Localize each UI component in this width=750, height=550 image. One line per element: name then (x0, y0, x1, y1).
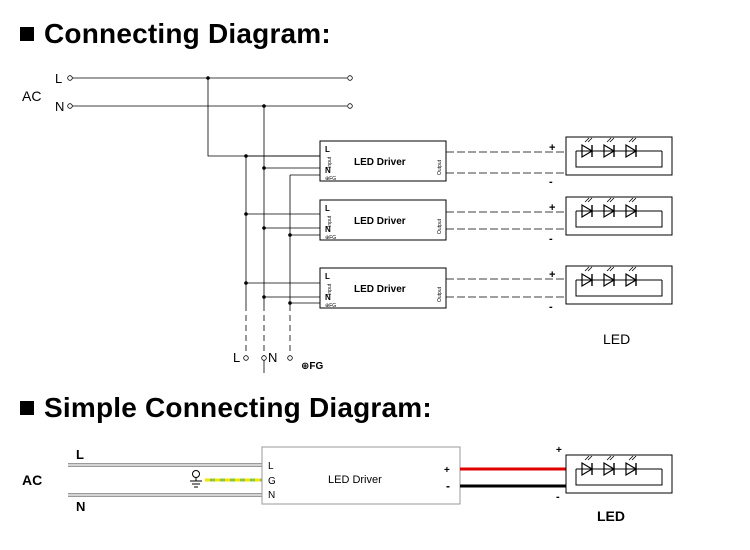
driver-input-n: N (325, 166, 331, 175)
input-neutral-label: N (76, 499, 85, 514)
minus-label: - (549, 301, 553, 313)
plus-label: + (549, 202, 555, 214)
simple-diagram-heading: Simple Connecting Diagram: (20, 392, 432, 424)
connecting-diagram-heading: Connecting Diagram: (20, 18, 331, 50)
driver-name: LED Driver (328, 474, 382, 486)
driver-output-tag: Output (437, 286, 443, 302)
minus-label: - (549, 176, 553, 188)
line-terminal (347, 75, 353, 81)
minus-label: - (549, 233, 553, 245)
led-label: LED (603, 331, 630, 347)
plus-label: + (549, 269, 555, 281)
led-strip (566, 197, 672, 235)
driver-input-tag: Input (327, 215, 333, 227)
led-strip (566, 455, 672, 493)
led-driver-box (319, 199, 447, 241)
led-driver-box (319, 140, 447, 182)
driver-fg: ⊕FG (325, 176, 336, 182)
bus-neutral-label: N (268, 350, 277, 365)
bus-line-terminal (243, 355, 249, 361)
line-terminal (67, 75, 73, 81)
input-neutral-label: N (55, 99, 64, 114)
driver-3: L N ⊕FG Input LED Driver Output + - (244, 266, 672, 313)
driver-input-n: N (325, 293, 331, 302)
simple-diagram-title: Simple Connecting Diagram: (44, 392, 432, 423)
driver-name: LED Driver (354, 157, 406, 168)
driver-fg: ⊕FG (325, 303, 336, 309)
square-bullet-icon (20, 401, 34, 415)
ac-label: AC (22, 88, 41, 104)
bus-neutral-terminal (261, 355, 267, 361)
plus-label: + (549, 142, 555, 154)
driver-input-n: N (325, 225, 331, 234)
driver-plus: + (444, 465, 450, 476)
driver-1: L N ⊕FG Input LED Driver Output + - (244, 137, 672, 188)
driver-fg: ⊕FG (325, 235, 336, 241)
neutral-terminal (347, 103, 353, 109)
led-driver-box (319, 267, 447, 309)
led-plus-label: + (556, 445, 562, 456)
driver-name: LED Driver (354, 216, 406, 227)
driver-input-l: L (325, 145, 330, 154)
driver-output-tag: Output (437, 159, 443, 175)
bus-fg-label: ⊕FG (301, 361, 323, 372)
junction-dot (206, 76, 210, 80)
square-bullet-icon (20, 27, 34, 41)
junction-dot (262, 104, 266, 108)
driver-minus: - (446, 479, 450, 493)
driver-input-l: L (268, 461, 274, 472)
connecting-diagram-title: Connecting Diagram: (44, 18, 331, 49)
driver-input-l: L (325, 204, 330, 213)
input-line-label: L (76, 447, 84, 462)
bus-line-label: L (233, 350, 240, 365)
driver-name: LED Driver (354, 284, 406, 295)
driver-input-n: N (268, 490, 275, 501)
ac-label: AC (22, 472, 42, 488)
driver-input-g: G (268, 476, 276, 487)
led-strip (566, 137, 672, 175)
diagram-2: AC L N L G N LED Driver + - + - LED (22, 445, 672, 524)
driver-input-tag: Input (327, 283, 333, 295)
ground-icon (190, 470, 202, 488)
driver-output-tag: Output (437, 218, 443, 234)
diagram-1: AC L N L N ⊕FG (22, 71, 672, 373)
led-driver-box (261, 446, 461, 505)
neutral-terminal (67, 103, 73, 109)
input-line-label: L (55, 71, 62, 86)
bus-fg-terminal (287, 355, 293, 361)
led-label: LED (597, 508, 625, 524)
driver-input-tag: Input (327, 156, 333, 168)
driver-2: L N ⊕FG Input LED Driver Output + - (244, 197, 672, 245)
led-minus-label: - (556, 491, 560, 503)
led-strip (566, 266, 672, 304)
driver-input-l: L (325, 272, 330, 281)
